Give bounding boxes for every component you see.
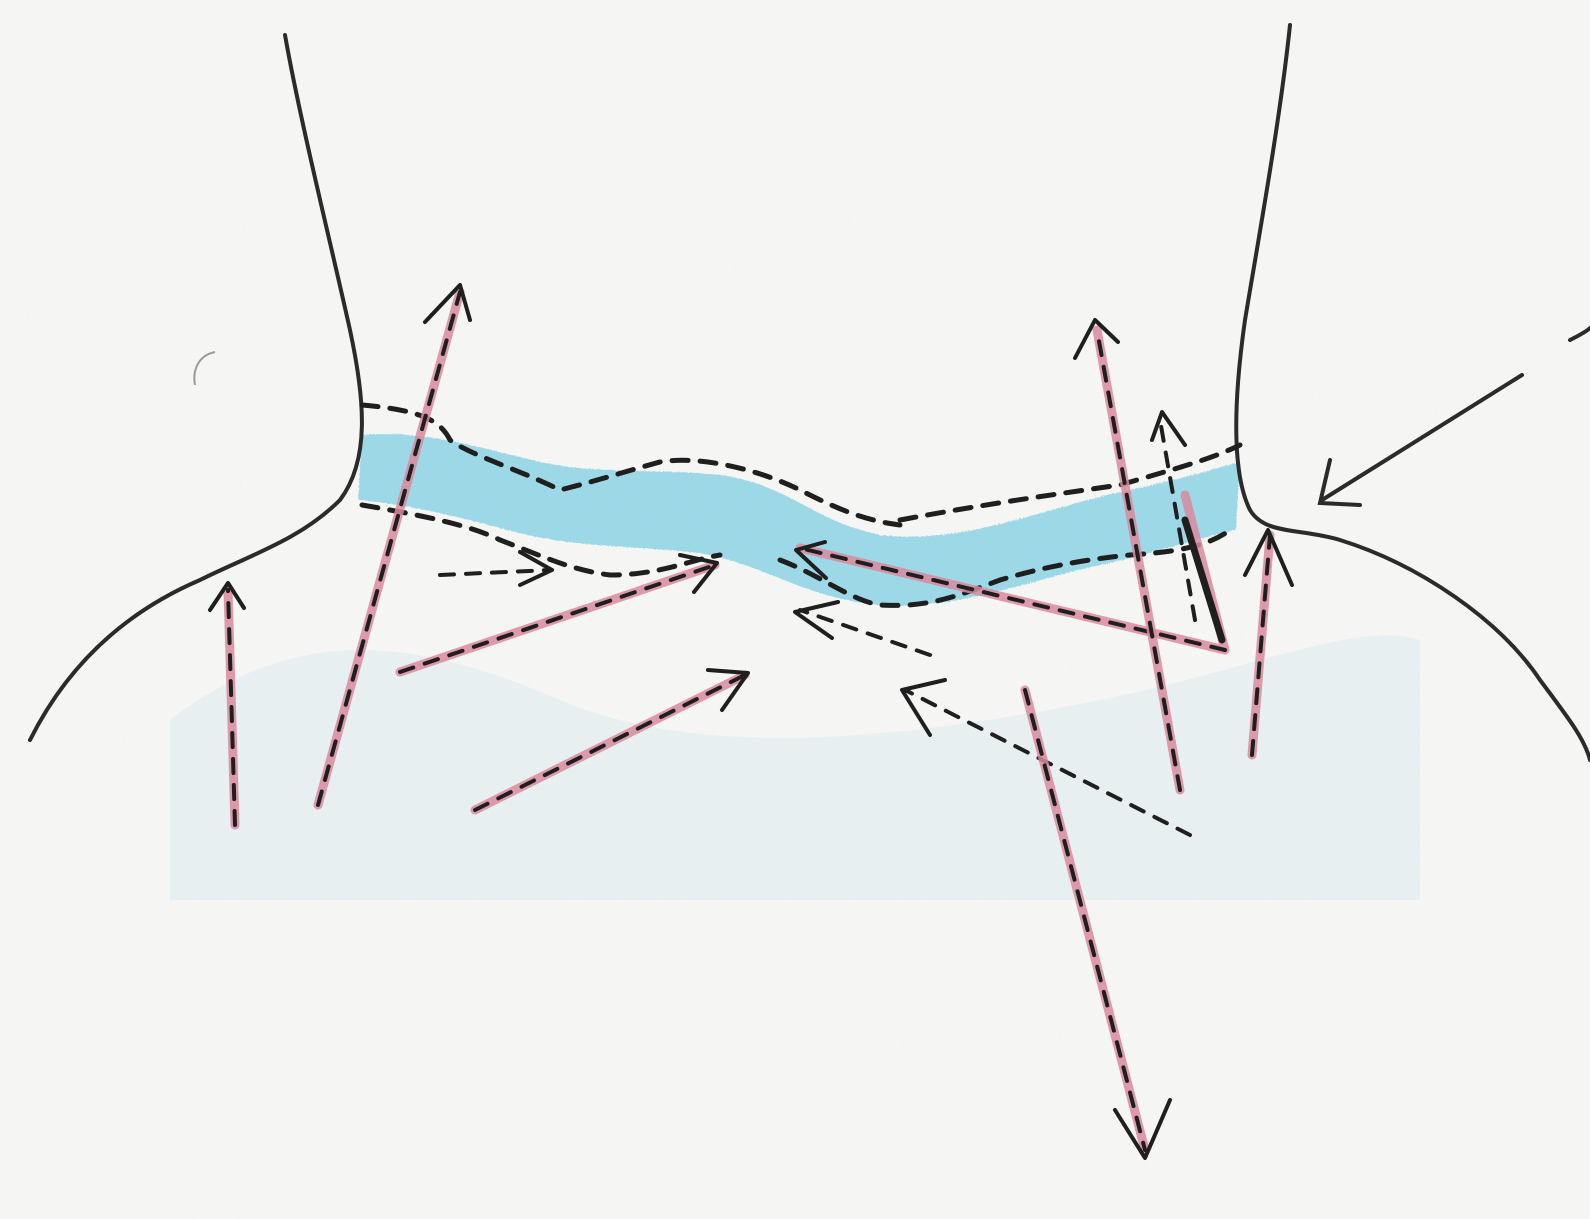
force-diagram <box>0 0 1590 1219</box>
sketch-sheet <box>0 0 1590 1219</box>
paper-texture <box>0 0 1590 1219</box>
